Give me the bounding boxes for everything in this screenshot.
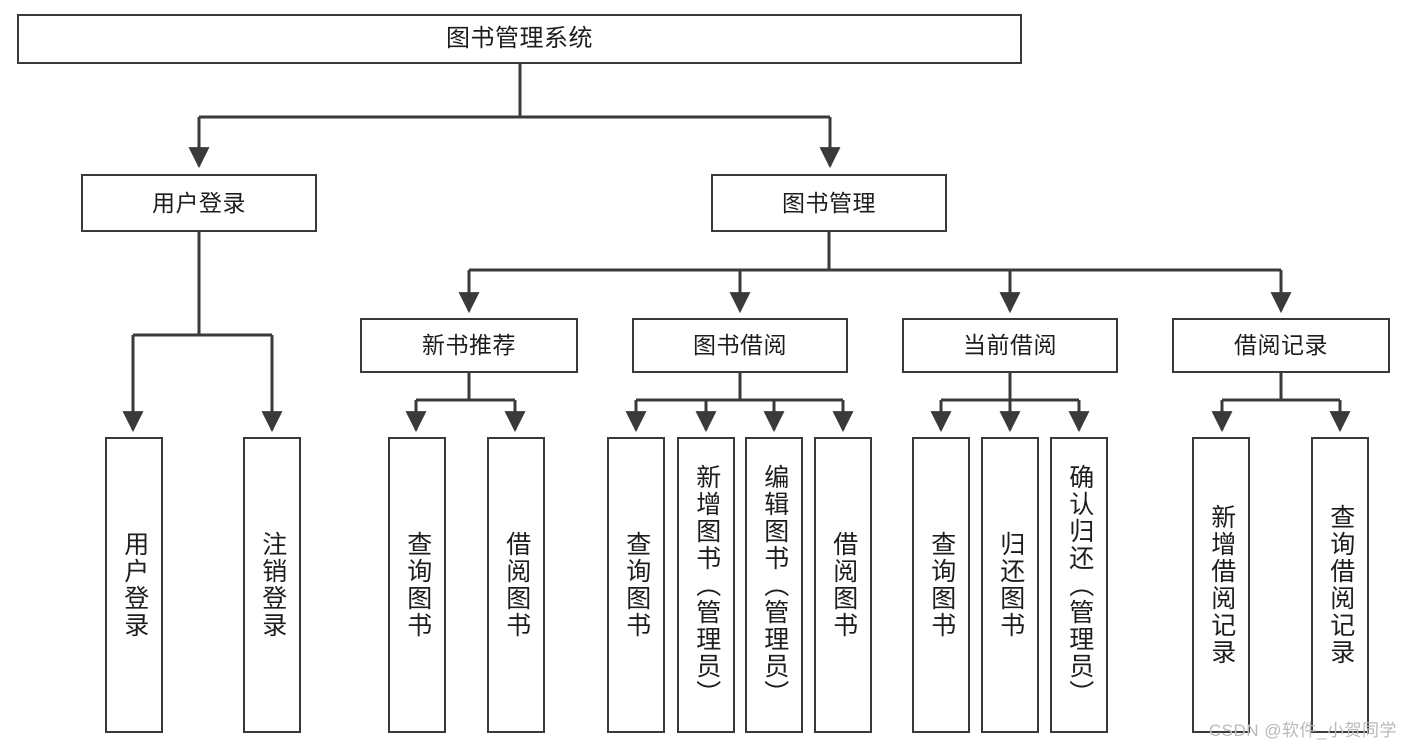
leaf-user-login-login[interactable]: 用户登录: [105, 437, 163, 733]
node-label: 借阅图书: [829, 531, 858, 639]
node-label: 新增图书（管理员）: [692, 463, 721, 707]
leaf-borrow-records-query-record[interactable]: 查询借阅记录: [1311, 437, 1369, 733]
leaf-book-borrow-edit-book-admin[interactable]: 编辑图书（管理员）: [745, 437, 803, 733]
node-label: 确认归还（管理员）: [1065, 463, 1094, 707]
leaf-book-borrow-query-book[interactable]: 查询图书: [607, 437, 665, 733]
leaf-borrow-records-add-record[interactable]: 新增借阅记录: [1192, 437, 1250, 733]
node-label: 新书推荐: [422, 332, 516, 359]
node-label: 图书管理系统: [446, 25, 593, 53]
leaf-current-borrow-return-book[interactable]: 归还图书: [981, 437, 1039, 733]
node-label: 用户登录: [152, 189, 246, 216]
leaf-current-borrow-confirm-return-admin[interactable]: 确认归还（管理员）: [1050, 437, 1108, 733]
leaf-book-borrow-borrow-book[interactable]: 借阅图书: [814, 437, 872, 733]
node-current-borrow[interactable]: 当前借阅: [902, 318, 1118, 373]
node-book-management[interactable]: 图书管理: [711, 174, 947, 232]
node-label: 归还图书: [996, 531, 1025, 639]
leaf-current-borrow-query-book[interactable]: 查询图书: [912, 437, 970, 733]
node-label: 查询图书: [403, 531, 432, 639]
csdn-watermark: CSDN @软件_小贺同学: [1208, 721, 1397, 740]
node-label: 图书借阅: [693, 332, 787, 359]
leaf-new-books-borrow-book[interactable]: 借阅图书: [487, 437, 545, 733]
node-label: 查询借阅记录: [1326, 504, 1355, 666]
node-label: 编辑图书（管理员）: [760, 463, 789, 707]
leaf-user-login-logout[interactable]: 注销登录: [243, 437, 301, 733]
node-new-book-recommendation[interactable]: 新书推荐: [360, 318, 578, 373]
node-label: 借阅记录: [1234, 332, 1328, 359]
node-label: 查询图书: [927, 531, 956, 639]
node-label: 图书管理: [782, 189, 876, 216]
node-book-borrow[interactable]: 图书借阅: [632, 318, 848, 373]
node-label: 新增借阅记录: [1207, 504, 1236, 666]
leaf-book-borrow-add-book-admin[interactable]: 新增图书（管理员）: [677, 437, 735, 733]
node-label: 借阅图书: [502, 531, 531, 639]
node-borrow-records[interactable]: 借阅记录: [1172, 318, 1390, 373]
node-label: 用户登录: [120, 531, 149, 639]
leaf-new-books-query-book[interactable]: 查询图书: [388, 437, 446, 733]
node-user-login[interactable]: 用户登录: [81, 174, 317, 232]
node-label: 注销登录: [258, 531, 287, 639]
node-label: 查询图书: [622, 531, 651, 639]
node-root-book-management-system[interactable]: 图书管理系统: [17, 14, 1022, 64]
node-label: 当前借阅: [963, 332, 1057, 359]
